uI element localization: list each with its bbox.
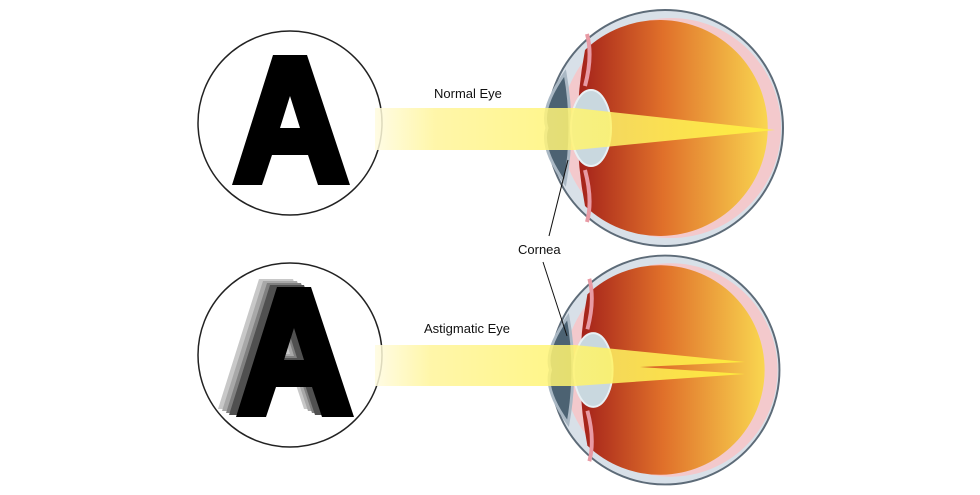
light-beam-normal — [375, 108, 775, 150]
normal-eye-row: Normal Eye — [197, 8, 785, 248]
light-beam-astigmatic — [375, 345, 745, 386]
label-normal-eye: Normal Eye — [434, 86, 502, 101]
cornea-callout: Cornea — [518, 159, 569, 337]
label-cornea: Cornea — [518, 242, 561, 257]
label-astigmatic-eye: Astigmatic Eye — [424, 321, 510, 336]
astigmatic-eye-row: Astigmatic Eye — [197, 253, 782, 487]
